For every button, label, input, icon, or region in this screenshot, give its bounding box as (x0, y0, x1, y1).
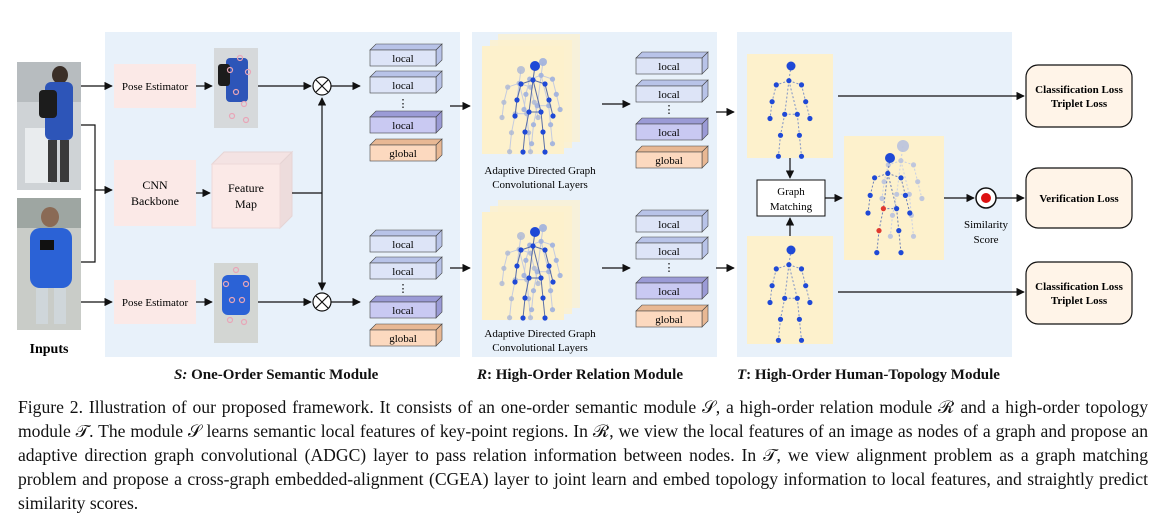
relation-top-global: global (635, 145, 709, 169)
semantic-bottom-local-2: local (369, 256, 443, 280)
adgc-graph-stack-top (482, 34, 580, 155)
semantic-top-local-n-label: local (392, 120, 413, 132)
graph-matching-label-1: Graph (777, 186, 805, 198)
matched-graph (844, 136, 944, 260)
semantic-bottom-global: global (369, 323, 443, 347)
topology-module-caption: T: High-Order Human-Topology Module (737, 367, 1000, 383)
relation-bottom-local-2-label: local (658, 246, 679, 258)
semantic-bottom-ellipsis: ⋮ (398, 283, 409, 295)
input-image-bottom (17, 198, 81, 330)
feature-map-label-1: Feature (228, 181, 264, 195)
semantic-module-caption: S: One-Order Semantic Module (174, 367, 379, 383)
similarity-label-1: Similarity (964, 219, 1009, 231)
semantic-top-local-2-label: local (392, 80, 413, 92)
semantic-top-local-2: local (369, 70, 443, 94)
relation-top-local-1-label: local (658, 61, 679, 73)
similarity-label-2: Score (973, 234, 998, 246)
semantic-bottom-local-n: local (369, 295, 443, 319)
pose-estimator-bottom-box (114, 280, 196, 324)
semantic-bottom-local-n-label: local (392, 305, 413, 317)
relation-bottom-local-1: local (635, 209, 709, 233)
relation-top-global-label: global (655, 155, 683, 167)
relation-bottom-local-2: local (635, 236, 709, 260)
feature-map-cube (210, 150, 294, 230)
semantic-bottom-local-1: local (369, 229, 443, 253)
semantic-top-global: global (369, 138, 443, 162)
adgc-graph-stack-bottom (482, 200, 580, 321)
semantic-top-local-1-label: local (392, 53, 413, 65)
loss-middle-label: Verification Loss (1039, 193, 1119, 205)
relation-top-local-2-label: local (658, 89, 679, 101)
pose-estimator-top-label: Pose Estimator (122, 81, 189, 93)
relation-top-local-n-label: local (658, 127, 679, 139)
relation-bottom-global-label: global (655, 314, 683, 326)
multiply-op-bottom (312, 292, 332, 312)
adgc-label-top-2: Convolutional Layers (492, 179, 588, 191)
semantic-top-global-label: global (389, 148, 417, 160)
cnn-backbone-box (114, 160, 196, 226)
relation-bottom-local-1-label: local (658, 219, 679, 231)
adgc-label-bottom-1: Adaptive Directed Graph (484, 328, 596, 340)
topology-graph-bottom (747, 236, 833, 344)
pose-estimator-bottom-label: Pose Estimator (122, 297, 189, 309)
inputs-label: Inputs (30, 342, 69, 357)
adgc-label-top-1: Adaptive Directed Graph (484, 165, 596, 177)
adgc-label-bottom-2: Convolutional Layers (492, 342, 588, 354)
loss-top-line1: Classification Loss (1035, 84, 1123, 96)
relation-bottom-global: global (635, 304, 709, 328)
relation-bottom-local-n-label: local (658, 286, 679, 298)
cnn-backbone-label-2: Backbone (131, 194, 179, 208)
topology-graph-top (747, 54, 833, 159)
pose-image-top (214, 48, 258, 128)
loss-box-middle (1025, 167, 1133, 229)
loss-box-bottom (1025, 261, 1133, 325)
multiply-op-top (312, 76, 332, 96)
loss-bottom-line2: Triplet Loss (1051, 295, 1108, 307)
relation-top-local-1: local (635, 51, 709, 75)
pose-image-bottom (214, 263, 258, 343)
semantic-top-ellipsis: ⋮ (398, 98, 409, 110)
relation-top-local-n: local (635, 117, 709, 141)
relation-bottom-ellipsis: ⋮ (664, 262, 675, 274)
semantic-top-local-n: local (369, 110, 443, 134)
framework-diagram: Inputs Pose Estimator Pose Estimator CNN… (17, 32, 1133, 357)
relation-module-caption: R: High-Order Relation Module (477, 367, 683, 383)
relation-top-ellipsis: ⋮ (664, 104, 675, 116)
semantic-top-local-1: local (369, 43, 443, 67)
relation-bottom-local-n: local (635, 276, 709, 300)
loss-top-line2: Triplet Loss (1051, 98, 1108, 110)
feature-map-label-2: Map (235, 197, 257, 211)
cnn-backbone-label-1: CNN (142, 178, 168, 192)
similarity-score-icon (975, 187, 997, 209)
relation-top-local-2: local (635, 79, 709, 103)
loss-bottom-line1: Classification Loss (1035, 281, 1123, 293)
semantic-bottom-local-1-label: local (392, 239, 413, 251)
graph-matching-label-2: Matching (770, 201, 813, 213)
pose-estimator-top-box (114, 64, 196, 108)
input-image-top (17, 62, 81, 190)
loss-box-top (1025, 64, 1133, 128)
semantic-bottom-local-2-label: local (392, 266, 413, 278)
figure-caption: Figure 2. Illustration of our proposed f… (18, 397, 1148, 513)
semantic-bottom-global-label: global (389, 333, 417, 345)
